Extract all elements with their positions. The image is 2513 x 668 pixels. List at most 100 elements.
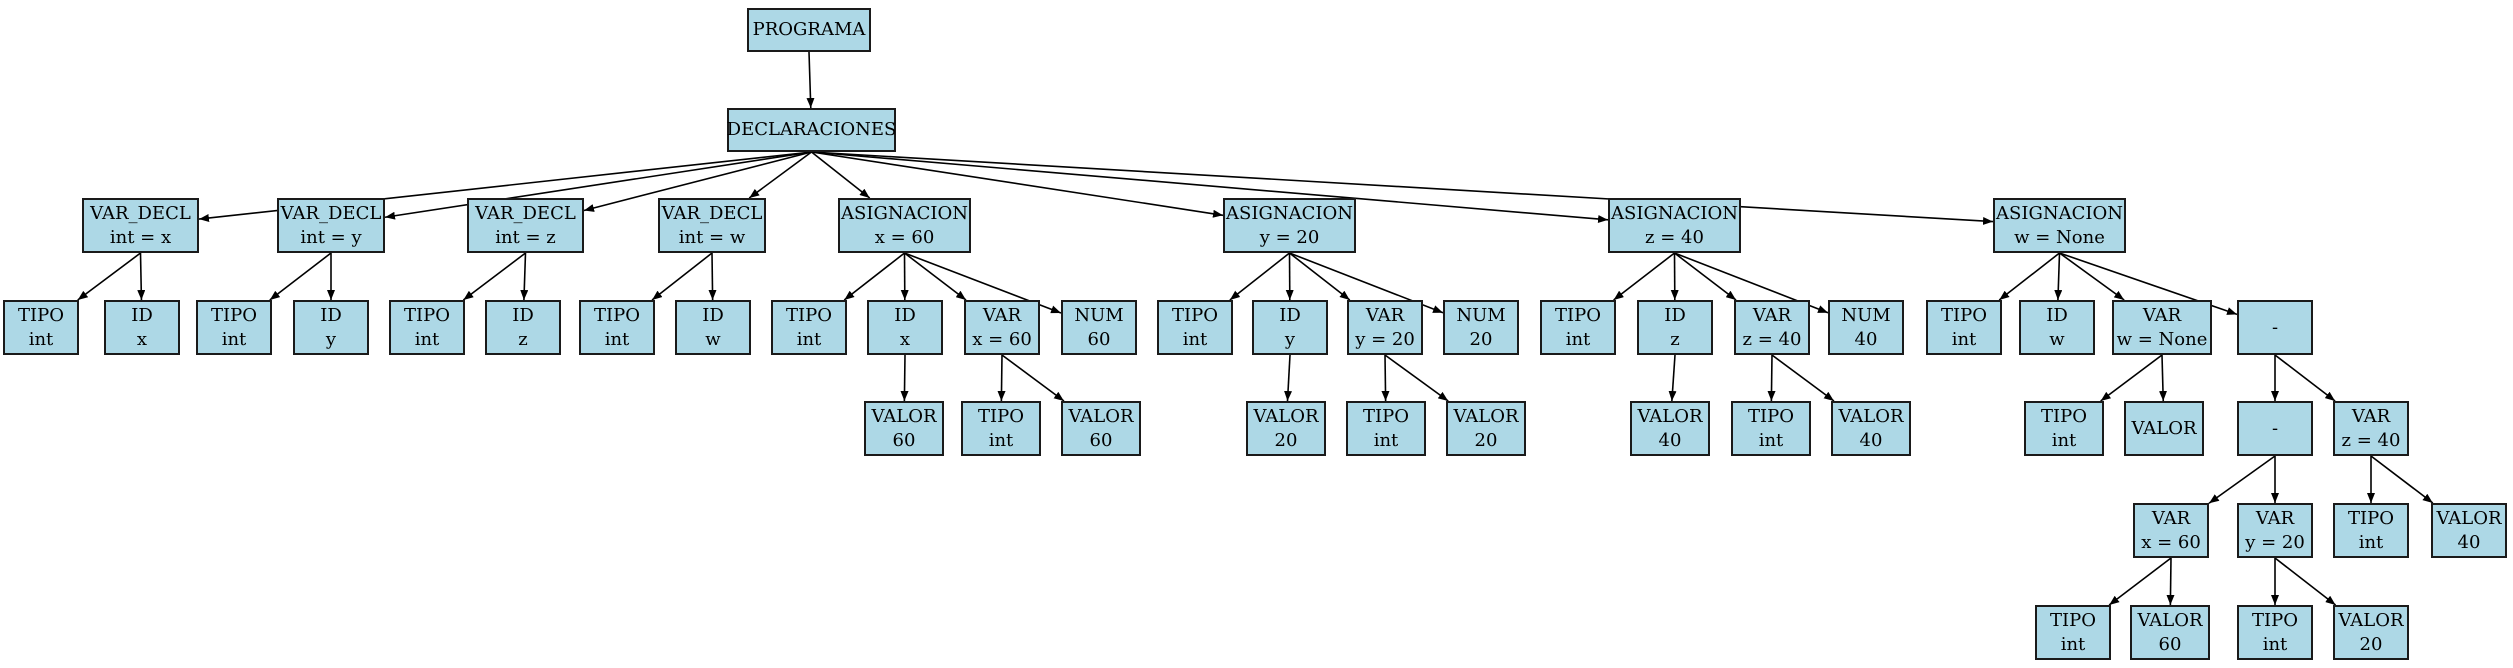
node-value: int (2060, 633, 2086, 655)
tree-edge-arrow (843, 252, 905, 301)
tree-node-programa: PROGRAMA (747, 8, 871, 52)
tree-edge-arrow (77, 252, 141, 301)
node-value: z = 40 (2341, 429, 2401, 451)
node-label: PROGRAMA (752, 19, 866, 40)
node-value: z (1670, 328, 1680, 350)
tree-edge-arrow (811, 151, 1609, 223)
node-value: int (1951, 328, 1977, 350)
node-value: 60 (1087, 328, 1111, 350)
node-value: int (604, 328, 630, 350)
node-value: int (2262, 633, 2288, 655)
node-value: int = w (678, 226, 746, 248)
tree-edge-arrow (2100, 354, 2163, 402)
node-label: ID (1279, 304, 1301, 326)
node-label: VAR (2142, 304, 2182, 326)
node-label: VALOR (2137, 609, 2203, 631)
node-label: VAR (2255, 507, 2295, 529)
tree-edge-arrow (1284, 354, 1293, 402)
node-label: NUM (1074, 304, 1124, 326)
tree-edge-arrow (1289, 252, 1351, 301)
node-value: int (1373, 429, 1399, 451)
node-label: ASIGNACION (1996, 202, 2123, 224)
node-value: int (414, 328, 440, 350)
tree-edge-arrow (748, 151, 812, 199)
node-label: VAR (1752, 304, 1792, 326)
node-label: ID (2046, 304, 2068, 326)
tree-node-minus: - (2237, 300, 2313, 355)
node-label: TIPO (978, 405, 1024, 427)
node-label: TIPO (1941, 304, 1987, 326)
tree-edge-arrow (997, 354, 1006, 402)
tree-edge-arrow (384, 151, 812, 220)
tree-node-declaraciones: DECLARACIONES (727, 108, 896, 152)
node-label: TIPO (2348, 507, 2394, 529)
tree-node-minus: - (2237, 401, 2313, 456)
node-value: y = 20 (1355, 328, 1415, 350)
tree-edge-arrow (651, 252, 713, 301)
node-value: z = 40 (1742, 328, 1802, 350)
node-label: TIPO (2041, 405, 2087, 427)
node-value: x (899, 328, 911, 350)
node-label: VAR_DECL (90, 202, 191, 224)
node-label: TIPO (2252, 609, 2298, 631)
tree-edge-arrow (811, 151, 1994, 225)
node-value: 40 (1854, 328, 1878, 350)
node-value: int (796, 328, 822, 350)
node-label: TIPO (211, 304, 257, 326)
node-value: int (2358, 531, 2384, 553)
node-label: TIPO (18, 304, 64, 326)
node-label: TIPO (594, 304, 640, 326)
node-label: NUM (1456, 304, 1506, 326)
node-value: 40 (1658, 429, 1682, 451)
node-value: w = None (2014, 226, 2105, 248)
node-label: TIPO (2050, 609, 2096, 631)
node-label: VALOR (2436, 507, 2502, 529)
tree-edge-arrow (2274, 557, 2337, 606)
node-value: y (325, 328, 337, 350)
node-value: 20 (1469, 328, 1493, 350)
node-label: VALOR (2131, 417, 2197, 439)
node-value: x = 60 (874, 226, 935, 248)
node-label: VAR_DECL (475, 202, 576, 224)
node-label: VAR (2351, 405, 2391, 427)
node-label: VAR_DECL (661, 202, 763, 224)
node-label: TIPO (1172, 304, 1218, 326)
tree-edge-arrow (1001, 354, 1065, 402)
node-value: int (988, 429, 1014, 451)
node-value: y = 20 (2245, 531, 2305, 553)
node-label: TIPO (1363, 405, 1409, 427)
node-value: 60 (1089, 429, 1113, 451)
node-label: ASIGNACION (1226, 202, 1353, 224)
tree-edge-arrow (1381, 354, 1390, 402)
node-label: ID (702, 304, 724, 326)
node-value: x = 60 (2141, 531, 2201, 553)
node-value: w (2049, 328, 2065, 350)
tree-node-valor: VALOR (2124, 401, 2204, 456)
tree-edge-arrow (904, 252, 967, 301)
node-label: NUM (1841, 304, 1891, 326)
node-value: int = z (495, 226, 556, 248)
node-label: - (2271, 417, 2279, 439)
node-value: x (136, 328, 148, 350)
node-label: VALOR (2338, 609, 2404, 631)
node-label: ID (320, 304, 342, 326)
